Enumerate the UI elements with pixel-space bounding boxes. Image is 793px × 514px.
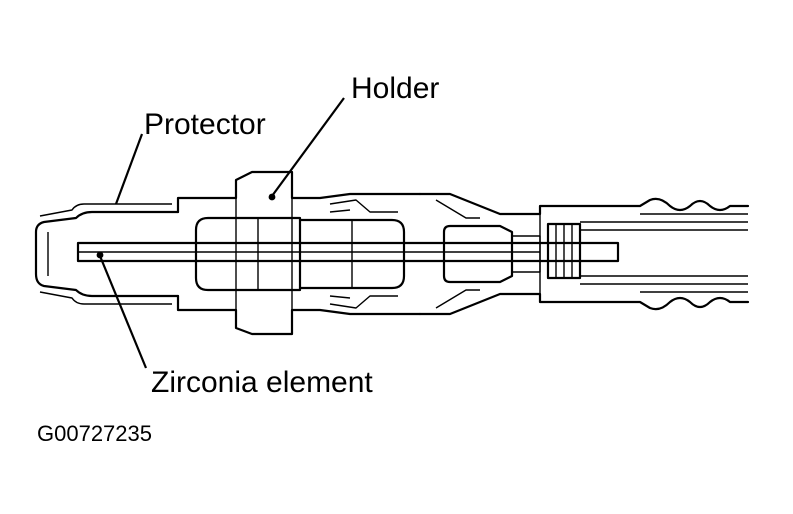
zirconia-leader — [96, 251, 148, 369]
zirconia-element-label: Zirconia element — [151, 366, 373, 399]
holder-leader — [268, 97, 345, 201]
holder-body — [176, 170, 422, 336]
protector-leader — [114, 133, 144, 205]
protector-label: Protector — [144, 108, 266, 141]
protector-cap — [34, 203, 180, 305]
zirconia-element — [76, 241, 620, 263]
holder-label: Holder — [351, 72, 440, 105]
outer-sleeve — [418, 192, 750, 316]
figure-code: G00727235 — [37, 421, 152, 446]
